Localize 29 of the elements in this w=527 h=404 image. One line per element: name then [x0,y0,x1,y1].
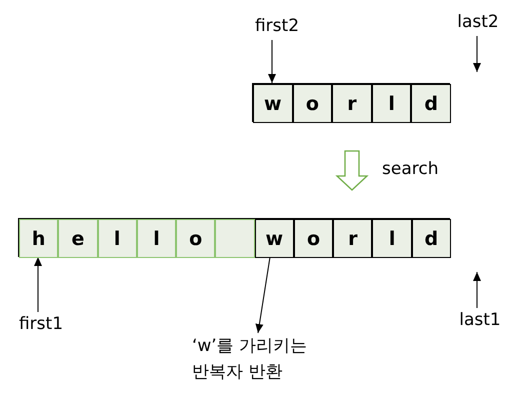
block-arrow [335,150,369,191]
pointer-label: last2 [452,10,504,36]
arrow [255,256,270,334]
array-cell: l [98,219,137,258]
array-cell: e [58,219,98,258]
array-cell: d [412,219,451,258]
result-note: ‘w’를 가리키는 반복자 반환 [192,333,342,389]
array-box [18,218,450,257]
array-cell: h [19,219,58,258]
array-cell: o [294,219,334,258]
array-box [252,83,450,122]
arrow [34,256,42,312]
array-cell: l [372,219,412,258]
arrow [268,40,276,84]
arrow [473,36,481,72]
array-cell: r [333,219,372,258]
array-cell: o [176,219,216,258]
arrow [473,272,481,308]
array-cell: w [254,219,294,258]
array-cell: r [332,84,372,123]
array-cell: o [292,84,332,123]
array-cell: w [253,84,293,123]
pointer-label: last1 [454,308,506,334]
pointer-label: first1 [12,312,70,338]
array-cell: l [136,219,176,258]
array-cell: l [372,84,412,123]
array-cell: d [411,84,451,123]
pointer-label: first2 [248,14,306,40]
array-cell [215,219,255,258]
